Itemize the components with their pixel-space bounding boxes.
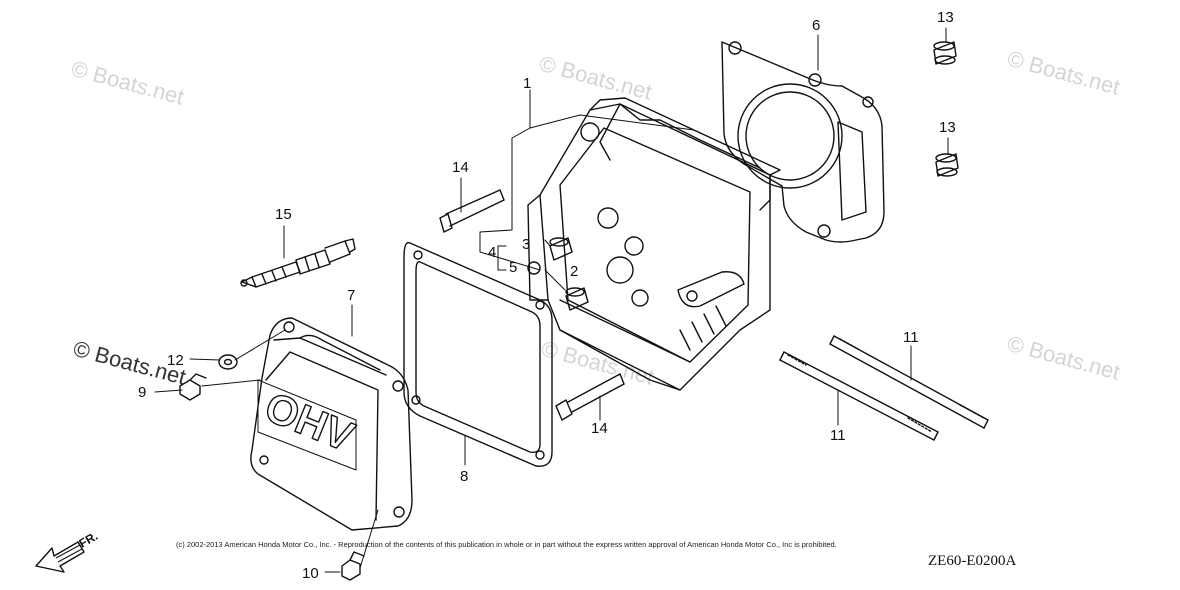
cover-bolt-part — [179, 373, 207, 401]
callout-13: 13 — [937, 9, 954, 26]
dowel-pin-part — [933, 41, 957, 65]
guide-tube-part — [549, 237, 573, 261]
cover-gasket-part — [403, 241, 553, 467]
callout-1: 1 — [523, 75, 531, 92]
callout-12: 12 — [167, 352, 184, 369]
callout-11: 11 — [903, 329, 919, 346]
callout-15: 15 — [275, 206, 292, 223]
clip-part — [527, 261, 541, 275]
callout-2: 2 — [570, 263, 578, 280]
diagram-code: ZE60-E0200A — [928, 553, 1017, 569]
stud-bolt-part — [829, 335, 989, 429]
head-gasket-part — [721, 41, 885, 243]
watermark: © Boats.net — [1005, 331, 1123, 385]
cover-bolt-part — [341, 551, 365, 581]
watermark: © Boats.net — [1005, 46, 1123, 100]
flange-bolt-part — [439, 189, 505, 233]
callout-7: 7 — [347, 287, 355, 304]
washer-part — [218, 354, 238, 370]
callout-10: 10 — [302, 565, 319, 582]
watermark: © Boats.net — [69, 56, 187, 110]
callout-8: 8 — [460, 468, 468, 485]
watermark-layer: © Boats.net © Boats.net © Boats.net © Bo… — [69, 46, 1123, 390]
spark-plug-part — [240, 238, 356, 288]
callout-6: 6 — [812, 17, 820, 34]
leader-lines — [154, 27, 949, 573]
dowel-pin-part — [935, 153, 959, 177]
callout-1-bracket — [479, 96, 695, 271]
copyright-notice: (c) 2002-2013 American Honda Motor Co., … — [176, 540, 837, 549]
callout-3: 3 — [522, 236, 530, 253]
callout-11: 11 — [830, 427, 846, 444]
valve-cover-part: OHV — [250, 317, 413, 531]
cylinder-head-part — [527, 97, 781, 391]
callout-13: 13 — [939, 119, 956, 136]
front-direction-arrow: FR. — [35, 529, 100, 573]
callout-9: 9 — [138, 384, 146, 401]
callout-14: 14 — [452, 159, 469, 176]
callout-14: 14 — [591, 420, 608, 437]
watermark: © Boats.net — [537, 51, 655, 105]
cover-logo: OHV — [259, 383, 361, 461]
callout-labels: 1 2 3 4 5 6 7 8 9 10 11 11 12 13 13 14 1… — [138, 9, 956, 582]
flange-bolt-part — [555, 373, 625, 421]
stud-bolt-part — [779, 351, 939, 441]
watermark: © Boats.net — [539, 336, 657, 390]
callout-5: 5 — [509, 259, 517, 276]
callout-4: 4 — [488, 244, 496, 261]
guide-tube-part — [565, 287, 589, 311]
